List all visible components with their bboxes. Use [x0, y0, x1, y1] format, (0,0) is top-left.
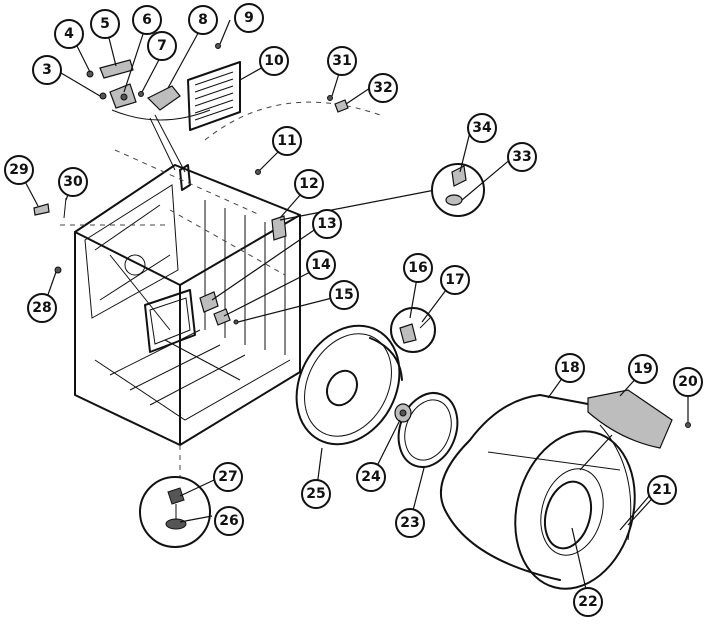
svg-text:23: 23 [400, 515, 419, 531]
callout-21: 21 [647, 475, 677, 505]
svg-text:6: 6 [142, 12, 152, 28]
callout-19: 19 [628, 354, 658, 384]
vent-grille [187, 43, 381, 141]
svg-text:13: 13 [317, 216, 336, 232]
svg-text:10: 10 [264, 53, 284, 69]
callout-34: 34 [467, 113, 497, 143]
callout-18: 18 [555, 353, 585, 383]
svg-text:12: 12 [299, 176, 318, 192]
callout-24: 24 [356, 462, 386, 492]
internal-brackets [199, 291, 239, 326]
screw-and-clip [327, 95, 349, 113]
svg-text:22: 22 [578, 594, 597, 610]
callout-bubbles: 3 4 5 6 7 8 9 10 11 12 13 14 15 16 17 18… [4, 3, 703, 617]
svg-text:34: 34 [472, 120, 492, 136]
leveling-foot-detail [139, 476, 211, 548]
svg-text:19: 19 [633, 361, 652, 377]
svg-text:4: 4 [64, 26, 74, 42]
svg-text:30: 30 [63, 174, 83, 190]
callout-22: 22 [573, 587, 603, 617]
svg-text:5: 5 [100, 16, 110, 32]
callout-25: 25 [301, 479, 331, 509]
callout-14: 14 [306, 250, 336, 280]
svg-text:31: 31 [332, 53, 351, 69]
drum-baffle [587, 389, 691, 449]
callout-27: 27 [213, 462, 243, 492]
drum-seal-ring [394, 392, 459, 468]
front-bulkhead [295, 324, 403, 446]
callout-8: 8 [188, 5, 218, 35]
svg-text:25: 25 [306, 486, 325, 502]
callout-33: 33 [507, 142, 537, 172]
callout-32: 32 [368, 73, 398, 103]
svg-text:29: 29 [9, 162, 28, 178]
svg-text:33: 33 [512, 149, 531, 165]
svg-text:21: 21 [652, 482, 671, 498]
dryer-drum [439, 394, 651, 590]
svg-text:8: 8 [198, 12, 208, 28]
svg-text:18: 18 [560, 360, 579, 376]
svg-text:17: 17 [445, 272, 464, 288]
callout-17: 17 [440, 265, 470, 295]
callout-7: 7 [147, 31, 177, 61]
side-panel-parts [255, 169, 287, 241]
svg-text:24: 24 [361, 469, 381, 485]
callout-9: 9 [234, 3, 264, 33]
callout-11: 11 [272, 126, 302, 156]
svg-text:20: 20 [678, 374, 698, 390]
svg-text:32: 32 [373, 80, 392, 96]
top-bracket-parts [86, 59, 211, 173]
svg-text:28: 28 [32, 300, 51, 316]
callout-15: 15 [329, 280, 359, 310]
callout-5: 5 [90, 9, 120, 39]
svg-text:3: 3 [42, 62, 52, 78]
detail-circle-16-17 [390, 307, 436, 353]
callout-31: 31 [327, 46, 357, 76]
callout-4: 4 [54, 19, 84, 49]
svg-text:7: 7 [157, 38, 167, 54]
callout-16: 16 [403, 253, 433, 283]
left-side-small-parts [33, 197, 67, 274]
callout-30: 30 [58, 167, 88, 197]
callout-6: 6 [132, 5, 162, 35]
callout-28: 28 [27, 293, 57, 323]
svg-text:16: 16 [408, 260, 427, 276]
svg-text:11: 11 [277, 133, 296, 149]
callout-13: 13 [312, 209, 342, 239]
callout-3: 3 [32, 55, 62, 85]
callout-12: 12 [294, 169, 324, 199]
callout-10: 10 [259, 46, 289, 76]
detail-circle-33-34 [279, 163, 485, 221]
svg-text:15: 15 [334, 287, 353, 303]
svg-text:9: 9 [244, 10, 254, 26]
callout-29: 29 [4, 155, 34, 185]
svg-text:26: 26 [219, 513, 238, 529]
callout-20: 20 [673, 367, 703, 397]
callout-23: 23 [395, 508, 425, 538]
callout-26: 26 [214, 506, 244, 536]
svg-text:14: 14 [311, 257, 331, 273]
svg-text:27: 27 [218, 469, 237, 485]
